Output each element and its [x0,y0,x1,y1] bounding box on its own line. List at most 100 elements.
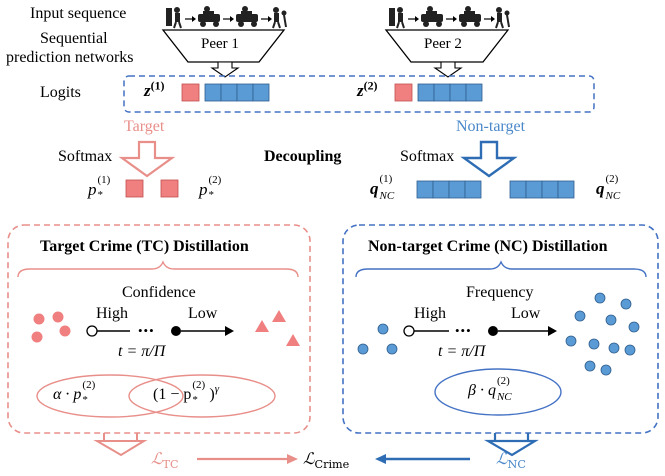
tc-loss-arrow [93,433,148,457]
nc-sample-circle [565,335,577,347]
z2-nontarget-cell [449,83,467,102]
z2-nontarget-cell [417,83,435,102]
nc-low-label: Low [511,305,541,322]
q1-nc-label: q(1)NC [370,173,395,202]
peer1-label: Peer 1 [201,36,239,52]
z1-nontarget-cell [236,83,254,102]
p2-square [160,179,179,198]
peer1-output-arrow [210,61,240,78]
peer2-input-sequence [389,6,510,29]
z1-nontarget-cell [252,83,270,102]
prediction-networks-label: prediction networks [6,49,134,66]
nc-high-label: High [414,305,446,322]
peer2-network-shape [384,29,510,63]
tc-axis-mid [171,326,181,336]
z2-nontarget-cell [433,83,451,102]
tc-title: Target Crime (TC) Distillation [40,238,249,255]
person-icon [166,7,182,29]
nc-sample-circle [594,292,606,304]
tc-axis-start [86,325,98,337]
z2-label: z(2) [357,78,378,100]
softmax-right-label: Softmax [400,148,455,165]
q2-nc-cell [557,180,575,199]
nc-temperature: t = π/Π [438,343,486,360]
loss-tc: ℒTC [151,449,179,472]
tc-focal-ellipse [128,374,276,418]
logits-dashed-box [123,75,595,113]
input-sequence-label: Input sequence [30,5,127,22]
q1-nc-cell [448,180,466,199]
nc-title: Non-target Crime (NC) Distillation [368,238,608,255]
tc-sample-circle [59,325,71,337]
sequential-label: Sequential [40,30,108,47]
z1-target-cell [181,83,200,102]
nc-sample-circle [588,338,600,350]
tc-sample-triangle [255,320,269,332]
tc-temperature: t = π/Π [118,343,166,360]
nc-sample-circle [600,364,612,376]
z1-label: z(1) [144,78,165,100]
p2-label: p(2)* [199,174,222,201]
tc-alpha-term: α · p(2)* [53,379,96,406]
tc-confidence-label: Confidence [122,284,196,301]
q2-nc-cell [525,180,543,199]
nc-axis-arrowhead [548,326,557,336]
car-icon [459,6,481,27]
q2-nc-label: q(2)NC [596,173,621,202]
crime-icon [272,7,287,29]
nc-sample-circle [357,343,369,355]
car-icon [198,6,220,27]
logits-label: Logits [40,84,81,101]
z1-nontarget-cell [220,83,238,102]
nc-distillation-box [342,224,659,434]
nc-sample-circle [605,314,617,326]
decoupling-label: Decoupling [264,148,342,165]
nc-sample-circle [624,344,636,356]
softmax-left-label: Softmax [58,148,113,165]
nontarget-branch-label: Non-target [456,118,526,135]
target-branch-label: Target [124,118,165,135]
car-icon [421,6,443,27]
tc-dots: ••• [138,323,155,338]
nc-brace [355,260,647,278]
q1-nc-cell [464,180,482,199]
nc-sample-circle [584,360,596,372]
tc-sample-circle [52,311,64,323]
nc-axis-mid [488,326,498,336]
peer1-input-sequence [166,6,287,29]
tc-brace [17,260,299,278]
tc-distillation-box [7,224,311,434]
q1-nc-cell [416,180,434,199]
peer1-network-shape [161,29,286,63]
nc-to-crime-arrowhead [375,454,386,464]
crime-icon [495,7,510,29]
nc-axis-start [403,325,415,337]
nc-sample-circle [574,310,586,322]
tc-axis-arrowhead [225,326,234,336]
loss-nc: ℒNC [496,449,526,472]
tc-low-label: Low [188,305,218,322]
z2-target-cell [394,83,413,102]
nc-loss-arrow [483,433,539,457]
nc-dots: ••• [455,323,472,338]
z1-nontarget-cell [204,83,222,102]
nc-frequency-label: Frequency [466,284,534,301]
nc-sample-circle [386,343,398,355]
q1-nc-cell [432,180,450,199]
car-icon [236,6,258,27]
tc-sample-circle [33,313,45,325]
peer2-label: Peer 2 [424,36,462,52]
nc-beta-term: β · q(2)NC [468,375,512,403]
loss-crime: ℒCrime [303,449,350,472]
tc-high-label: High [96,305,128,322]
tc-alpha-ellipse [36,374,184,418]
nontarget-softmax-arrow [460,140,518,178]
p1-label: p(1)* [88,174,111,201]
nc-sample-circle [608,342,620,354]
nc-sample-circle [377,323,389,335]
z2-nontarget-cell [465,83,483,102]
tc-sample-circle [31,331,43,343]
tc-sample-triangle [286,334,300,346]
